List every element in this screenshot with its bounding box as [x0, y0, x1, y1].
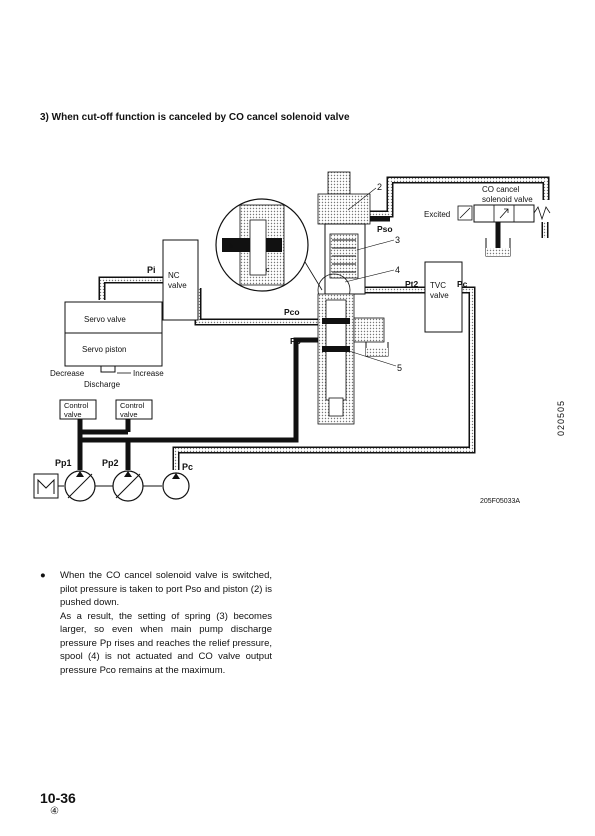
co-cancel-solenoid-valve: Excited CO cancel solenoid valve: [424, 185, 551, 223]
tvc-valve: TVC valve: [424, 261, 463, 333]
decrease-label: Decrease: [50, 369, 85, 378]
port-pc-top-label: Pc: [457, 279, 468, 289]
control-valve-2: Control valve: [115, 399, 153, 420]
tank-solenoid: [485, 222, 511, 257]
svg-text:Control: Control: [64, 401, 89, 410]
port-pp1-label: Pp1: [55, 458, 72, 468]
callout-4: 4: [395, 265, 400, 275]
svg-text:valve: valve: [120, 410, 138, 419]
servo-assembly: Servo valve Servo piston: [64, 301, 163, 373]
port-pc-bottom-label: Pc: [182, 462, 193, 472]
revision-mark: ④: [50, 806, 59, 817]
magnified-inset: b c: [215, 198, 323, 292]
pump-2: [112, 470, 144, 502]
nc-valve-label-1: NC: [168, 271, 180, 280]
callout-3: 3: [395, 235, 400, 245]
callout-5: 5: [397, 363, 402, 373]
increase-label: Increase: [133, 369, 164, 378]
bullet-icon: ●: [40, 570, 46, 581]
excited-label: Excited: [424, 210, 450, 219]
figure-code: 205F05033A: [480, 498, 521, 505]
co-cancel-label-1: CO cancel: [482, 185, 520, 194]
servo-piston-label: Servo piston: [82, 345, 126, 354]
port-pp-label: Pp: [290, 336, 301, 346]
page-number: 10-36: [40, 790, 76, 806]
body-paragraph-2: As a result, the setting of spring (3) b…: [60, 610, 272, 676]
nc-valve-label-2: valve: [168, 281, 187, 290]
discharge-label: Discharge: [84, 380, 121, 389]
svg-text:valve: valve: [430, 291, 449, 300]
svg-text:TVC: TVC: [430, 281, 446, 290]
port-pco-label: Pco: [284, 307, 300, 317]
callout-2: 2: [377, 182, 382, 192]
port-pi-label: Pi: [147, 265, 156, 275]
main-pressure-lines: [77, 337, 318, 470]
pump-1: [64, 470, 96, 502]
servo-valve-label: Servo valve: [84, 315, 126, 324]
svg-text:Control: Control: [120, 401, 145, 410]
co-cancel-label-2: solenoid valve: [482, 195, 533, 204]
body-paragraph-1: When the CO cancel solenoid valve is swi…: [60, 570, 272, 608]
port-pt2-label: Pt2: [405, 279, 419, 289]
hydraulic-circuit-diagram: NC valve Pi Servo valve Servo piston Dec…: [33, 171, 551, 502]
section-title: 3) When cut-off function is canceled by …: [40, 112, 350, 123]
side-code: 020505: [556, 400, 566, 437]
pump-pc: [162, 472, 190, 500]
engine-symbol: [33, 473, 64, 499]
co-valve-assembly: [317, 171, 385, 425]
tank-co: [365, 342, 389, 357]
port-pso-label: Pso: [377, 224, 393, 234]
inset-letter-b: b: [229, 243, 233, 250]
control-valve-1: Control valve: [59, 399, 97, 420]
nc-valve: NC valve: [162, 239, 199, 321]
svg-text:valve: valve: [64, 410, 82, 419]
inset-letter-c: c: [266, 267, 270, 274]
port-pp2-label: Pp2: [102, 458, 119, 468]
